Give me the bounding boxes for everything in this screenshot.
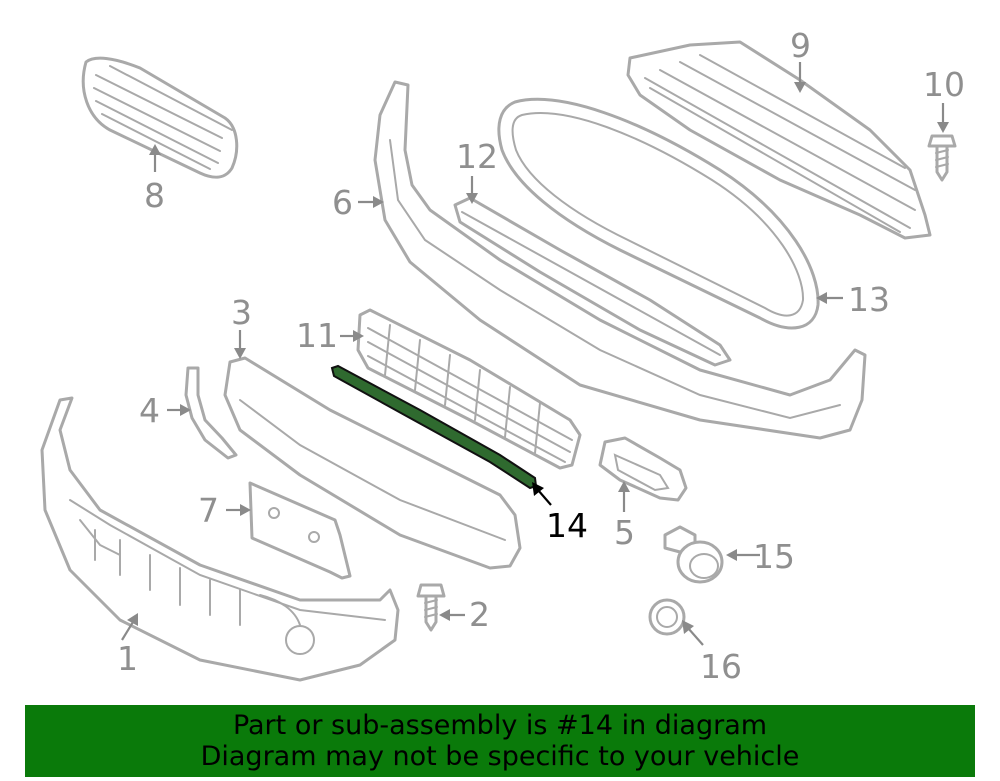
- callout-1: 1: [117, 639, 138, 678]
- callout-11: 11: [296, 316, 338, 355]
- part-2-screw: [416, 583, 446, 632]
- part-5-bezel: [598, 436, 688, 502]
- part-13-grille-surround: [497, 97, 820, 330]
- callout-12: 12: [456, 137, 498, 176]
- info-banner: Part or sub-assembly is #14 in diagram D…: [25, 705, 975, 777]
- part-7-license-plate-bracket: [248, 481, 352, 580]
- callout-10: 10: [923, 65, 965, 104]
- callout-15: 15: [753, 537, 795, 576]
- part-16-grommet: [648, 598, 686, 636]
- callout-6: 6: [332, 183, 353, 222]
- callout-2: 2: [469, 595, 490, 634]
- part-1-front-bumper-cover: [40, 396, 400, 682]
- callout-13: 13: [848, 280, 890, 319]
- callout-9: 9: [790, 26, 811, 65]
- banner-line-2: Diagram may not be specific to your vehi…: [200, 741, 800, 772]
- callout-16: 16: [700, 647, 742, 686]
- part-6-upper-bumper-cover: [373, 80, 867, 440]
- part-10-screw: [927, 134, 957, 182]
- callout-5: 5: [614, 513, 635, 552]
- part-11-lower-grille: [356, 308, 582, 470]
- callout-8: 8: [144, 176, 165, 215]
- banner-line-1: Part or sub-assembly is #14 in diagram: [232, 710, 768, 741]
- callout-14: 14: [546, 506, 588, 545]
- callout-4: 4: [139, 391, 160, 430]
- part-12-trim-strip: [453, 196, 732, 367]
- part-3-lower-bumper: [223, 356, 522, 570]
- callout-7: 7: [198, 491, 219, 530]
- leader-lines: [121, 62, 949, 646]
- callout-labels: 1 2 3 4 5 6 7 8 9 10 11 12 13 14 15 16: [117, 26, 965, 686]
- part-15-sensor: [663, 525, 724, 584]
- part-8-side-grille: [81, 56, 239, 179]
- callout-3: 3: [231, 293, 252, 332]
- parts-diagram: 1 2 3 4 5 6 7 8 9 10 11 12 13 14 15 16: [40, 26, 965, 686]
- part-9-grille-frame: [626, 40, 932, 240]
